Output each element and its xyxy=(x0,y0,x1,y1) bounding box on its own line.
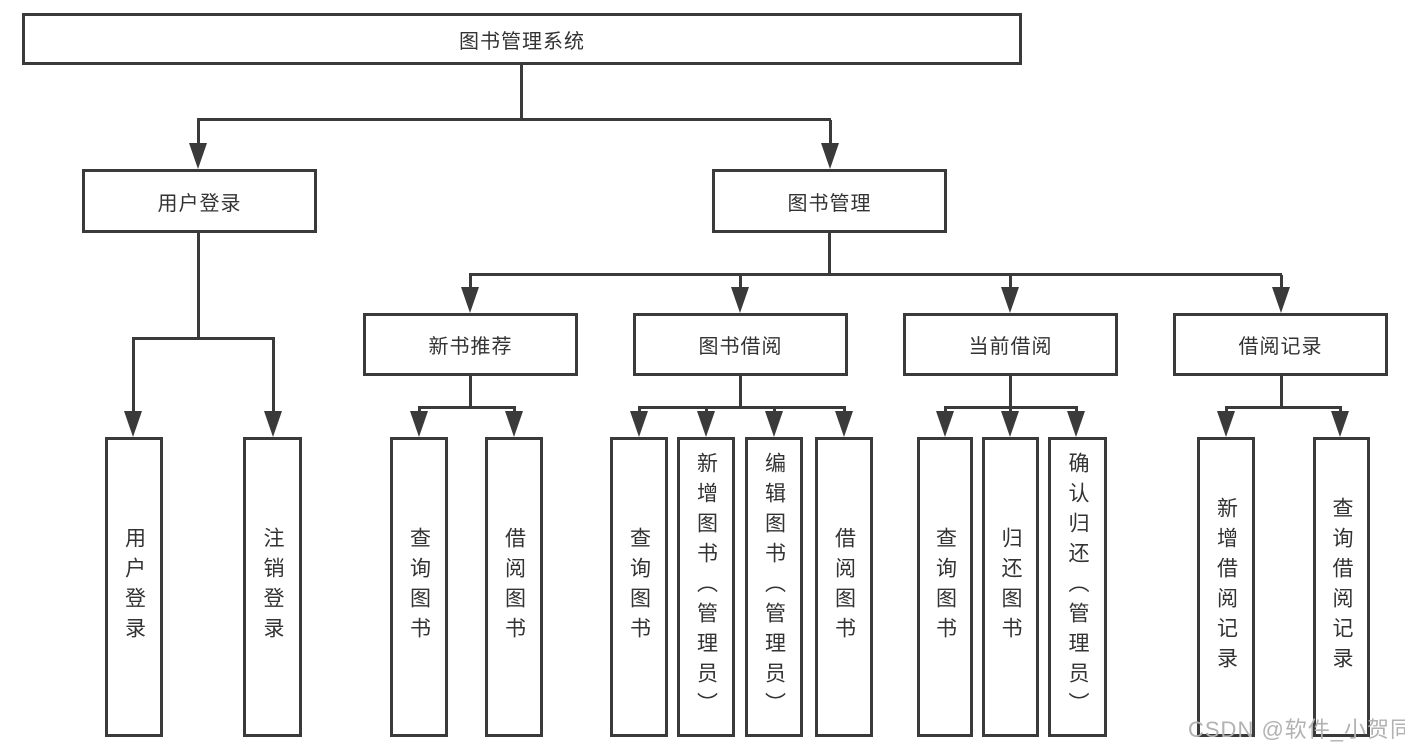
node-library-management-system: 图书管理系统 xyxy=(22,13,1022,65)
arrowhead-login-leaf xyxy=(124,411,142,437)
node-book-management: 图书管理 xyxy=(712,169,947,233)
leaf-query-book-borrowing: 查询图书 xyxy=(610,437,668,737)
arrowhead-book-management xyxy=(821,143,839,169)
node-label: 图书借阅 xyxy=(698,336,783,358)
arrowhead-leaf xyxy=(1067,411,1085,437)
leaf-label: 新增借阅记录 xyxy=(1214,497,1238,677)
leaf-logout: 注销登录 xyxy=(243,437,302,737)
leaf-label: 查询图书 xyxy=(933,527,957,647)
connector-new-book-stem xyxy=(469,376,472,406)
connector-drop xyxy=(1009,406,1012,414)
leaf-confirm-return-admin: 确认归还（管理员） xyxy=(1048,437,1107,737)
connector-drop xyxy=(1225,406,1228,414)
node-borrowing-records: 借阅记录 xyxy=(1173,313,1388,376)
arrowhead-leaf xyxy=(630,411,648,437)
connector-drop xyxy=(773,406,776,414)
leaf-label: 确认归还（管理员） xyxy=(1066,452,1089,722)
arrowhead-leaf xyxy=(936,411,954,437)
leaf-label: 查询图书 xyxy=(627,527,651,647)
leaf-query-book-recommend: 查询图书 xyxy=(390,437,448,737)
leaf-add-borrow-record: 新增借阅记录 xyxy=(1197,437,1255,737)
leaf-label: 注销登录 xyxy=(261,527,284,647)
leaf-label: 用户登录 xyxy=(122,527,146,647)
leaf-add-book-admin: 新增图书（管理员） xyxy=(677,437,735,737)
arrowhead-book-borrow xyxy=(731,287,749,313)
arrowhead-leaf xyxy=(765,411,783,437)
connector-user-login-bus xyxy=(132,337,275,340)
connector-drop-book-management xyxy=(829,120,832,145)
leaf-edit-book-admin: 编辑图书（管理员） xyxy=(745,437,803,737)
connector-drop xyxy=(1075,406,1078,414)
connector-level3-bus xyxy=(469,273,1282,276)
node-user-login: 用户登录 xyxy=(82,169,317,233)
connector-current-borrow-stem xyxy=(1009,376,1012,406)
connector-drop-logout-leaf xyxy=(272,339,275,412)
connector-level2-bus xyxy=(197,118,831,121)
leaf-user-login: 用户登录 xyxy=(105,437,163,737)
connector-drop xyxy=(705,406,708,414)
leaf-query-book-current: 查询图书 xyxy=(917,437,973,737)
arrowhead-leaf xyxy=(835,411,853,437)
arrowhead-logout-leaf xyxy=(264,411,282,437)
arrowhead-borrow-record xyxy=(1272,287,1290,313)
arrowhead-leaf xyxy=(1331,411,1349,437)
connector-new-book-bus xyxy=(418,406,516,409)
arrowhead-leaf xyxy=(1217,411,1235,437)
connector-book-borrow-bus xyxy=(638,406,845,409)
arrowhead-leaf xyxy=(410,411,428,437)
connector-drop xyxy=(1339,406,1342,414)
connector-drop xyxy=(638,406,641,414)
arrowhead-user-login xyxy=(189,143,207,169)
node-label: 图书管理 xyxy=(787,192,872,215)
connector-drop-borrow-record xyxy=(1280,275,1283,289)
arrowhead-current-borrow xyxy=(1001,287,1019,313)
leaf-label: 新增图书（管理员） xyxy=(694,452,718,722)
node-label: 借阅记录 xyxy=(1238,336,1323,358)
leaf-label: 查询图书 xyxy=(407,527,431,647)
connector-drop xyxy=(843,406,846,414)
connector-drop xyxy=(513,406,516,414)
leaf-borrow-book-borrowing: 借阅图书 xyxy=(815,437,873,737)
arrowhead-leaf xyxy=(697,411,715,437)
connector-drop-current-borrow xyxy=(1009,275,1012,289)
csdn-watermark: CSDN @软件_小贺同学 xyxy=(1188,717,1405,742)
arrowhead-leaf xyxy=(1001,411,1019,437)
connector-drop-book-borrow xyxy=(739,275,742,289)
node-label: 用户登录 xyxy=(157,192,242,215)
leaf-label: 编辑图书（管理员） xyxy=(762,452,786,722)
node-current-borrowing: 当前借阅 xyxy=(903,313,1118,376)
leaf-return-book: 归还图书 xyxy=(982,437,1039,737)
connector-drop-new-book xyxy=(469,275,472,289)
arrowhead-leaf xyxy=(505,411,523,437)
connector-book-borrow-stem xyxy=(739,376,742,406)
connector-drop-user-login xyxy=(197,120,200,145)
node-label: 图书管理系统 xyxy=(459,30,585,53)
leaf-label: 查询借阅记录 xyxy=(1330,497,1353,677)
connector-book-management-stem xyxy=(828,233,831,273)
connector-drop-login-leaf xyxy=(132,339,135,412)
connector-borrow-record-bus xyxy=(1225,406,1342,409)
connector-user-login-stem xyxy=(197,233,200,337)
leaf-label: 归还图书 xyxy=(999,527,1022,647)
connector-drop xyxy=(944,406,947,414)
connector-borrow-record-stem xyxy=(1280,376,1283,406)
leaf-borrow-book-recommend: 借阅图书 xyxy=(485,437,543,737)
leaf-label: 借阅图书 xyxy=(832,527,856,647)
node-new-book-recommend: 新书推荐 xyxy=(363,313,578,376)
node-label: 新书推荐 xyxy=(428,336,513,358)
connector-drop xyxy=(418,406,421,414)
node-book-borrowing: 图书借阅 xyxy=(633,313,848,376)
leaf-label: 借阅图书 xyxy=(502,527,526,647)
node-label: 当前借阅 xyxy=(968,336,1053,358)
leaf-query-borrow-record: 查询借阅记录 xyxy=(1313,437,1370,737)
arrowhead-new-book xyxy=(461,287,479,313)
connector-root-stem xyxy=(520,65,523,118)
